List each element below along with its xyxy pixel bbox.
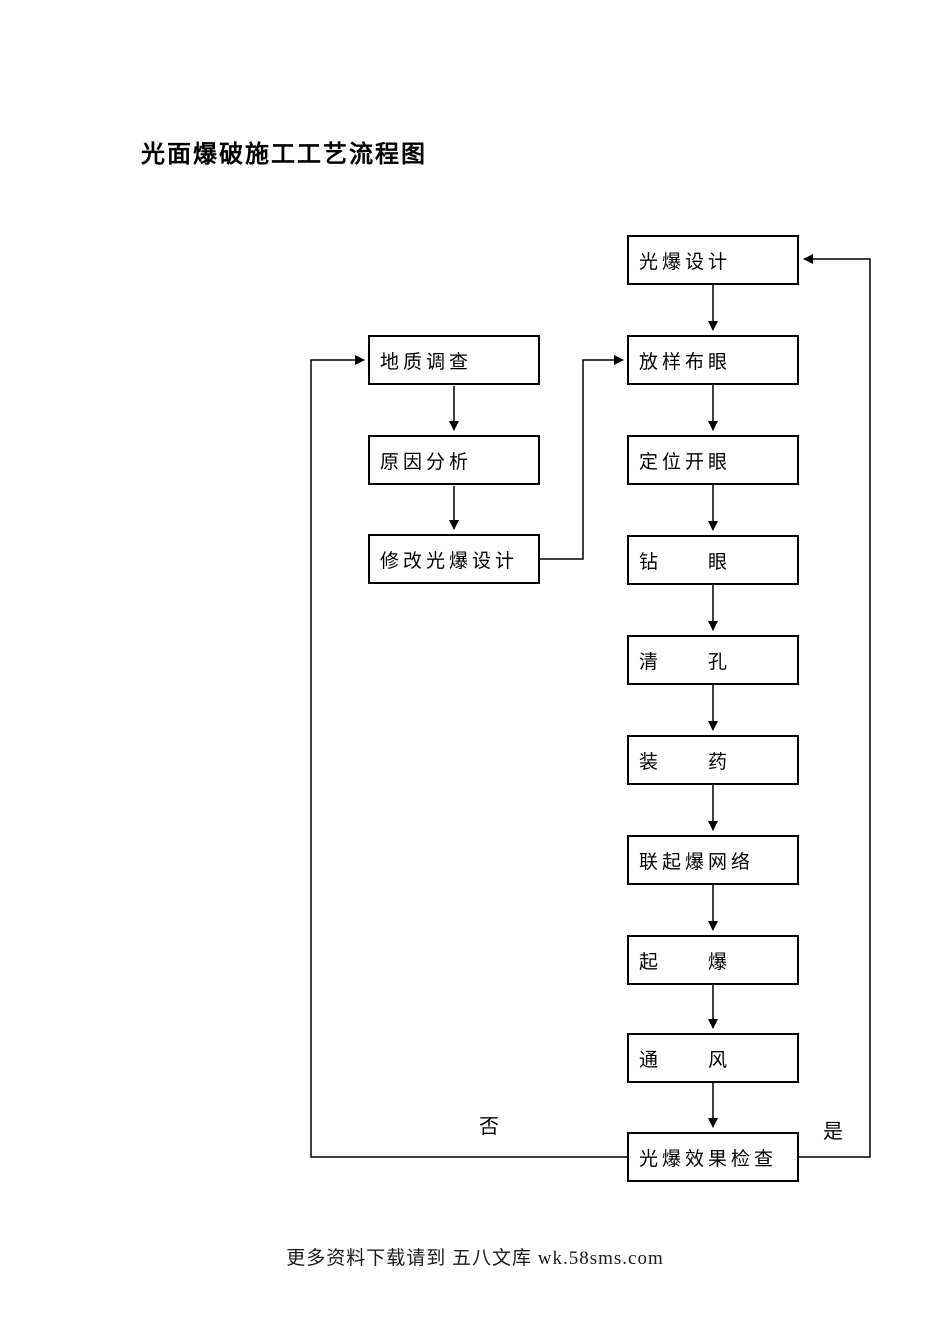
flow-box-label: 起 爆 bbox=[639, 951, 732, 973]
label-no: 否 bbox=[479, 1116, 499, 1138]
flow-box-clean-hole: 清 孔 bbox=[627, 635, 799, 685]
footer-text: 更多资料下载请到 五八文库 wk.58sms.com bbox=[286, 1248, 664, 1269]
flow-box-label: 修改光爆设计 bbox=[380, 550, 519, 572]
label-yes: 是 bbox=[823, 1121, 843, 1143]
flow-box-label: 钻 眼 bbox=[639, 551, 732, 573]
flow-box-effect-inspection: 光爆效果检查 bbox=[627, 1132, 799, 1182]
flow-box-label: 地质调查 bbox=[380, 351, 473, 373]
flow-box-label: 光爆设计 bbox=[639, 251, 732, 273]
flow-box-label: 通 风 bbox=[639, 1049, 732, 1071]
flow-box-label: 联起爆网络 bbox=[639, 851, 755, 873]
flow-box-ventilation: 通 风 bbox=[627, 1033, 799, 1083]
flow-box-label: 光爆效果检查 bbox=[639, 1148, 778, 1170]
flow-box-label: 装 药 bbox=[639, 751, 732, 773]
connector-yes-loop bbox=[799, 254, 871, 1158]
flow-box-position-holes: 定位开眼 bbox=[627, 435, 799, 485]
flow-box-label: 定位开眼 bbox=[639, 451, 732, 473]
flow-box-layout-holes: 放样布眼 bbox=[627, 335, 799, 385]
flow-box-label: 清 孔 bbox=[639, 651, 732, 673]
flow-box-cause-analysis: 原因分析 bbox=[368, 435, 540, 485]
flow-box-label: 放样布眼 bbox=[639, 351, 732, 373]
flow-box-modify-design: 修改光爆设计 bbox=[368, 534, 540, 584]
flow-box-detonate: 起 爆 bbox=[627, 935, 799, 985]
connector-modify-to-layout bbox=[540, 355, 624, 560]
flow-box-drilling: 钻 眼 bbox=[627, 535, 799, 585]
flow-box-geological-survey: 地质调查 bbox=[368, 335, 540, 385]
flow-box-charging: 装 药 bbox=[627, 735, 799, 785]
flow-box-blast-design: 光爆设计 bbox=[627, 235, 799, 285]
flow-box-detonation-network: 联起爆网络 bbox=[627, 835, 799, 885]
flow-box-label: 原因分析 bbox=[380, 451, 473, 473]
page-title: 光面爆破施工工艺流程图 bbox=[141, 141, 427, 168]
